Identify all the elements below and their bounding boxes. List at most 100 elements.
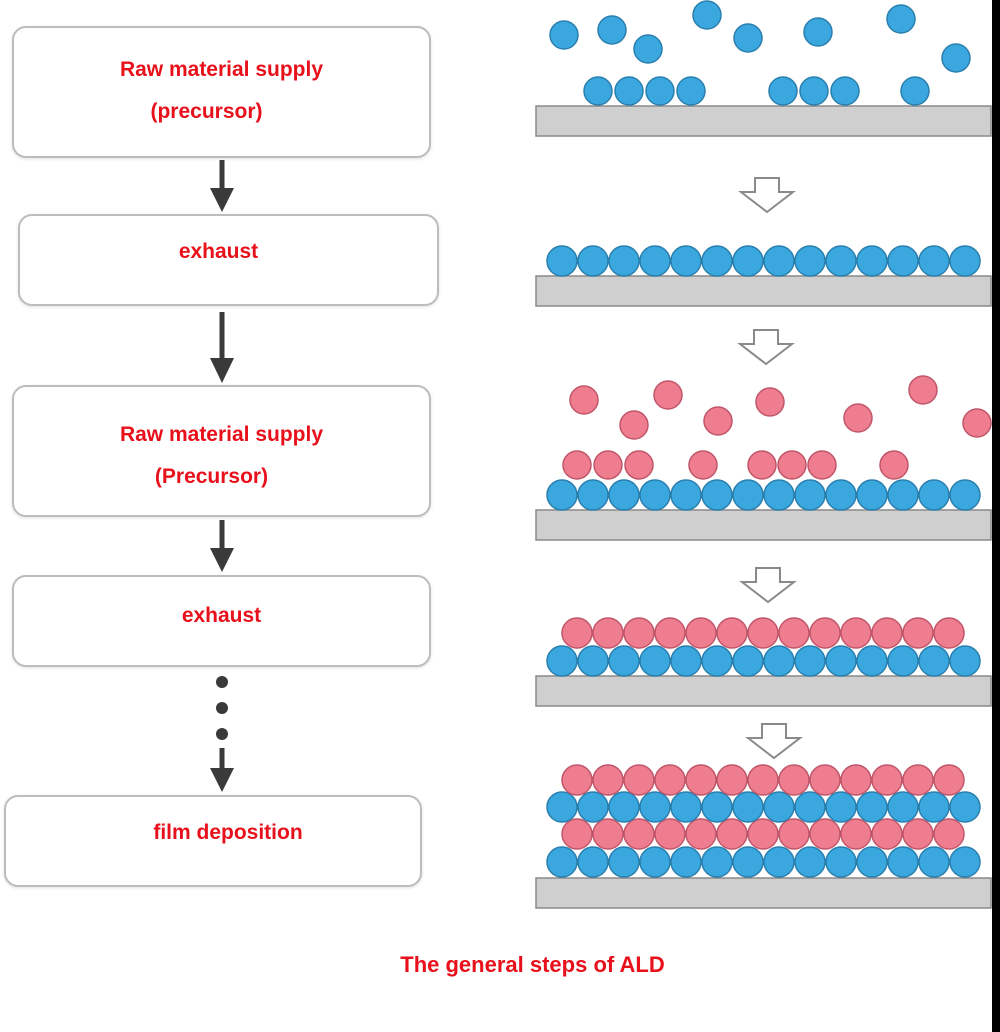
particle bbox=[732, 791, 764, 823]
particle bbox=[840, 617, 872, 649]
particle bbox=[825, 791, 857, 823]
particle bbox=[887, 645, 919, 677]
particle bbox=[670, 245, 702, 277]
particle bbox=[577, 479, 609, 511]
particle bbox=[685, 764, 717, 796]
particle bbox=[701, 245, 733, 277]
particle bbox=[763, 645, 795, 677]
panel-2-blue-monolayer bbox=[546, 245, 981, 277]
particle bbox=[794, 791, 826, 823]
flow-arrow-1 bbox=[210, 160, 234, 212]
substrate-panel-5 bbox=[535, 877, 992, 909]
particle bbox=[639, 791, 671, 823]
particle bbox=[918, 245, 950, 277]
particle bbox=[778, 764, 810, 796]
particle bbox=[561, 617, 593, 649]
particle bbox=[654, 764, 686, 796]
image-right-border bbox=[992, 0, 1000, 1032]
particle bbox=[949, 245, 981, 277]
particle bbox=[856, 479, 888, 511]
particle bbox=[577, 645, 609, 677]
step-label-line1: exhaust bbox=[178, 240, 259, 263]
particle bbox=[871, 818, 903, 850]
step-label-line2: (Precursor) bbox=[154, 465, 269, 488]
particle bbox=[623, 764, 655, 796]
particle bbox=[933, 764, 965, 796]
particle bbox=[794, 645, 826, 677]
step-box-precursor-supply-1: Raw material supply (precursor) bbox=[12, 26, 431, 158]
particle bbox=[639, 479, 671, 511]
particle bbox=[592, 818, 624, 850]
particle bbox=[918, 846, 950, 878]
flow-arrow-2 bbox=[210, 312, 234, 383]
particle bbox=[732, 479, 764, 511]
particle bbox=[670, 846, 702, 878]
hollow-arrow-icon-3 bbox=[739, 567, 797, 604]
particle bbox=[546, 245, 578, 277]
particle bbox=[639, 846, 671, 878]
step-box-film-deposition: ﬁlm deposition bbox=[4, 795, 422, 887]
particle bbox=[918, 645, 950, 677]
particle bbox=[918, 791, 950, 823]
particle bbox=[856, 645, 888, 677]
particle bbox=[778, 617, 810, 649]
particle bbox=[561, 818, 593, 850]
particle bbox=[732, 645, 764, 677]
particle bbox=[716, 764, 748, 796]
panel-3-blue-monolayer bbox=[546, 479, 981, 511]
flow-arrow-3 bbox=[210, 520, 234, 572]
particle bbox=[933, 617, 965, 649]
particle bbox=[546, 479, 578, 511]
particle bbox=[546, 791, 578, 823]
particle bbox=[716, 818, 748, 850]
particle bbox=[949, 791, 981, 823]
particle bbox=[825, 245, 857, 277]
particle bbox=[794, 846, 826, 878]
particle bbox=[902, 764, 934, 796]
particle bbox=[918, 479, 950, 511]
step-box-exhaust-2: exhaust bbox=[12, 575, 431, 667]
particle bbox=[577, 846, 609, 878]
panel-3-pink-particles bbox=[562, 375, 992, 480]
particle bbox=[639, 645, 671, 677]
particle bbox=[949, 645, 981, 677]
particle bbox=[809, 617, 841, 649]
step-label-line1: exhaust bbox=[181, 604, 262, 627]
particle bbox=[794, 245, 826, 277]
particle bbox=[763, 245, 795, 277]
particle bbox=[871, 764, 903, 796]
hollow-arrow-icon-2 bbox=[737, 329, 795, 366]
particle bbox=[685, 617, 717, 649]
particle bbox=[887, 479, 919, 511]
figure-caption: The general steps of ALD bbox=[400, 952, 665, 977]
particle bbox=[608, 245, 640, 277]
step-label-line1: Raw material supply bbox=[119, 58, 324, 81]
particle bbox=[592, 764, 624, 796]
particle bbox=[763, 846, 795, 878]
particle bbox=[747, 764, 779, 796]
particle bbox=[608, 645, 640, 677]
particle bbox=[623, 617, 655, 649]
particle bbox=[670, 479, 702, 511]
particle bbox=[902, 617, 934, 649]
particle bbox=[732, 245, 764, 277]
step-label-line1: Raw material supply bbox=[119, 423, 324, 446]
particle bbox=[840, 764, 872, 796]
particle bbox=[809, 818, 841, 850]
particle bbox=[654, 818, 686, 850]
particle bbox=[856, 791, 888, 823]
flow-arrow-4 bbox=[210, 748, 234, 792]
particle bbox=[763, 791, 795, 823]
particle bbox=[840, 818, 872, 850]
substrate-panel-2 bbox=[535, 275, 992, 307]
particle bbox=[747, 818, 779, 850]
particle bbox=[592, 617, 624, 649]
particle bbox=[561, 764, 593, 796]
particle bbox=[763, 479, 795, 511]
substrate-panel-1 bbox=[535, 105, 992, 137]
particle bbox=[794, 479, 826, 511]
panel-1-blue-particles bbox=[549, 0, 971, 106]
hollow-arrow-icon-1 bbox=[738, 177, 796, 214]
particle bbox=[778, 818, 810, 850]
